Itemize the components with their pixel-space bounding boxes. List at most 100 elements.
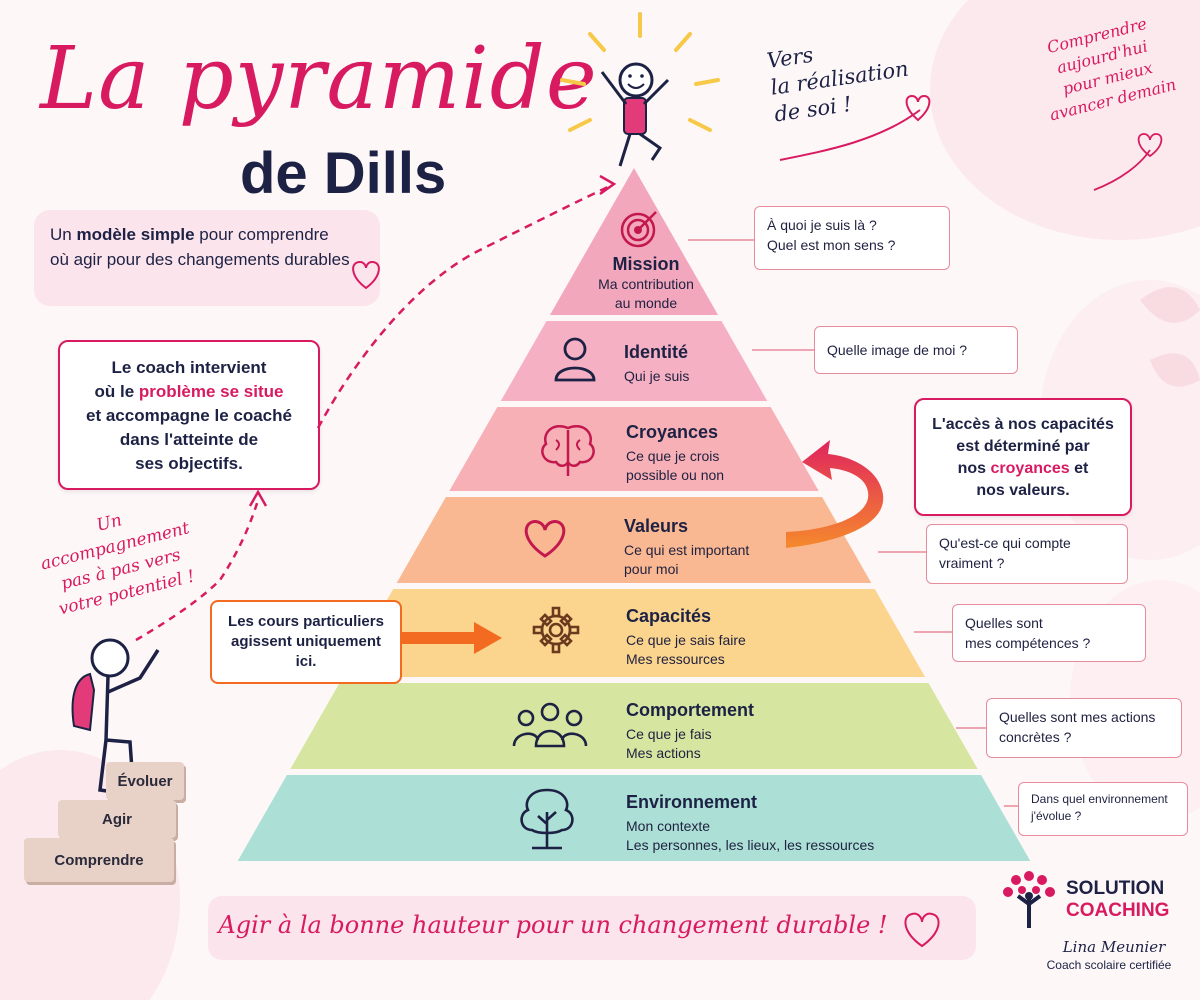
step-comprendre: Comprendre xyxy=(24,838,174,882)
beliefs-line4: nos valeurs. xyxy=(976,482,1070,499)
level-croyances: Croyances Ce que je crois possible ou no… xyxy=(626,422,826,485)
coach-box: Le coach intervient où le problème se si… xyxy=(58,340,320,490)
beliefs-text: L'accès à nos capacités est déterminé pa… xyxy=(916,414,1130,502)
curved-arrow-icon xyxy=(786,440,884,548)
gear-icon xyxy=(532,606,580,654)
footer-tagline: Agir à la bonne hauteur pour un changeme… xyxy=(218,911,888,939)
private-lessons-text: Les cours particuliers agissent uniqueme… xyxy=(212,612,400,672)
brain-icon xyxy=(541,425,595,476)
level-line2: Mes actions xyxy=(626,745,701,761)
intro-pre: Un xyxy=(50,225,77,244)
level-line1: Ce que je crois xyxy=(626,448,720,464)
coach-line2: où le problème se situe xyxy=(94,382,284,401)
question-line1: Dans quel environnement xyxy=(1031,792,1168,806)
heart-doodle-icon xyxy=(352,260,380,290)
coach-line1: Le coach intervient xyxy=(111,358,267,377)
level-line2: au monde xyxy=(614,295,678,311)
level-valeurs: Valeurs Ce qui est important pour moi xyxy=(624,516,824,579)
intro-bold: modèle simple xyxy=(76,225,195,244)
question-line2: j'évolue ? xyxy=(1031,809,1082,823)
question-capacites: Quelles sont mes compétences ? xyxy=(952,604,1146,662)
heart-doodle-icon xyxy=(1093,133,1163,191)
sun-rays-icon xyxy=(560,12,720,132)
question-line1: Quelles sont xyxy=(965,615,1043,631)
question-line1: Quelle image de moi ? xyxy=(827,342,968,358)
level-title: Environnement xyxy=(626,792,758,812)
level-title: Valeurs xyxy=(624,516,689,536)
pyramid-tier-comportement xyxy=(290,683,978,769)
intro-post: pour comprendre où agir pour des changem… xyxy=(50,225,350,269)
footer-banner: Agir à la bonne hauteur pour un changeme… xyxy=(208,896,976,960)
heart-doodle-icon xyxy=(904,912,940,948)
pyramid-tier-capacités xyxy=(342,589,926,677)
private-lessons-box: Les cours particuliers agissent uniqueme… xyxy=(210,600,402,684)
beliefs-line3: nos croyances et xyxy=(957,460,1089,477)
intro-text: Un modèle simple pour comprendre où agir… xyxy=(50,222,350,272)
level-mission: Mission Ma contribution au monde xyxy=(586,254,706,313)
question-line1: Qu'est-ce qui compte xyxy=(939,535,1071,551)
title-line1: La pyramide xyxy=(40,29,598,129)
level-line2: pour moi xyxy=(624,561,679,577)
person-icon xyxy=(554,337,596,382)
question-line2: vraiment ? xyxy=(939,555,1005,571)
level-line1: Ce qui est important xyxy=(624,542,750,558)
heart-icon xyxy=(524,520,566,558)
beliefs-box: L'accès à nos capacités est déterminé pa… xyxy=(914,398,1132,516)
brand-role: Coach scolaire certifiée xyxy=(1046,958,1172,972)
level-title: Croyances xyxy=(626,422,719,442)
celebrating-figure xyxy=(560,12,720,167)
group-icon xyxy=(512,702,588,748)
lessons-line2: agissent uniquement xyxy=(230,633,382,650)
level-line2: Mes ressources xyxy=(626,651,725,667)
tree-icon xyxy=(520,788,574,850)
climbing-figure xyxy=(71,638,160,794)
level-line1: Ce que je sais faire xyxy=(626,632,746,648)
pyramid-tier-croyances xyxy=(449,407,819,491)
brand-name1: SOLUTION xyxy=(1066,878,1165,899)
title-line2: de Dills xyxy=(240,141,447,206)
question-line2: Quel est mon sens ? xyxy=(767,237,896,253)
beliefs-line2: est déterminé par xyxy=(956,438,1090,455)
arrow-right-icon xyxy=(402,622,502,654)
level-identite: Identité Qui je suis xyxy=(624,342,824,386)
level-line1: Mon contexte xyxy=(626,818,711,834)
lessons-line3: ici. xyxy=(295,653,317,670)
brand-person: Lina Meunier xyxy=(1062,938,1166,956)
question-identite: Quelle image de moi ? xyxy=(814,326,1018,374)
coach-line3: et accompagne le coaché xyxy=(86,406,292,425)
question-line1: À quoi je suis là ? xyxy=(767,217,877,233)
pyramid-tier-mission xyxy=(549,168,719,315)
question-valeurs: Qu'est-ce qui compte vraiment ? xyxy=(926,524,1128,584)
level-line2: Les personnes, les lieux, les ressources xyxy=(626,837,875,853)
level-title: Comportement xyxy=(626,700,755,720)
brand-name: SOLUTION COACHING xyxy=(1066,878,1169,922)
coach-line5: ses objectifs. xyxy=(135,454,243,473)
step-agir: Agir xyxy=(58,800,176,838)
coach-line4: dans l'atteinte de xyxy=(119,430,259,449)
question-mission: À quoi je suis là ? Quel est mon sens ? xyxy=(754,206,950,270)
heart-doodle-icon xyxy=(779,94,931,161)
coach-text: Le coach intervient où le problème se si… xyxy=(60,356,318,476)
question-line2: mes compétences ? xyxy=(965,635,1091,651)
level-title: Mission xyxy=(612,254,680,274)
question-line2: concrètes ? xyxy=(999,729,1072,745)
beliefs-line1: L'accès à nos capacités xyxy=(932,416,1114,433)
brand-name2: COACHING xyxy=(1066,900,1170,921)
step-evoluer: Évoluer xyxy=(106,762,184,800)
question-line1: Quelles sont mes actions xyxy=(999,709,1156,725)
question-environnement: Dans quel environnement j'évolue ? xyxy=(1018,782,1188,836)
level-line1: Qui je suis xyxy=(624,368,690,384)
level-capacites: Capacités Ce que je sais faire Mes resso… xyxy=(626,606,826,669)
level-environnement: Environnement Mon contexte Les personnes… xyxy=(626,792,926,855)
pyramid-tier-environnement xyxy=(237,775,1031,861)
target-icon xyxy=(620,211,657,248)
level-title: Capacités xyxy=(626,606,712,626)
level-comportement: Comportement Ce que je fais Mes actions xyxy=(626,700,846,763)
level-line1: Ma contribution xyxy=(598,276,694,292)
intro-box: Un modèle simple pour comprendre où agir… xyxy=(34,210,380,306)
level-line2: possible ou non xyxy=(626,467,725,483)
pyramid-tier-valeurs xyxy=(396,497,872,583)
